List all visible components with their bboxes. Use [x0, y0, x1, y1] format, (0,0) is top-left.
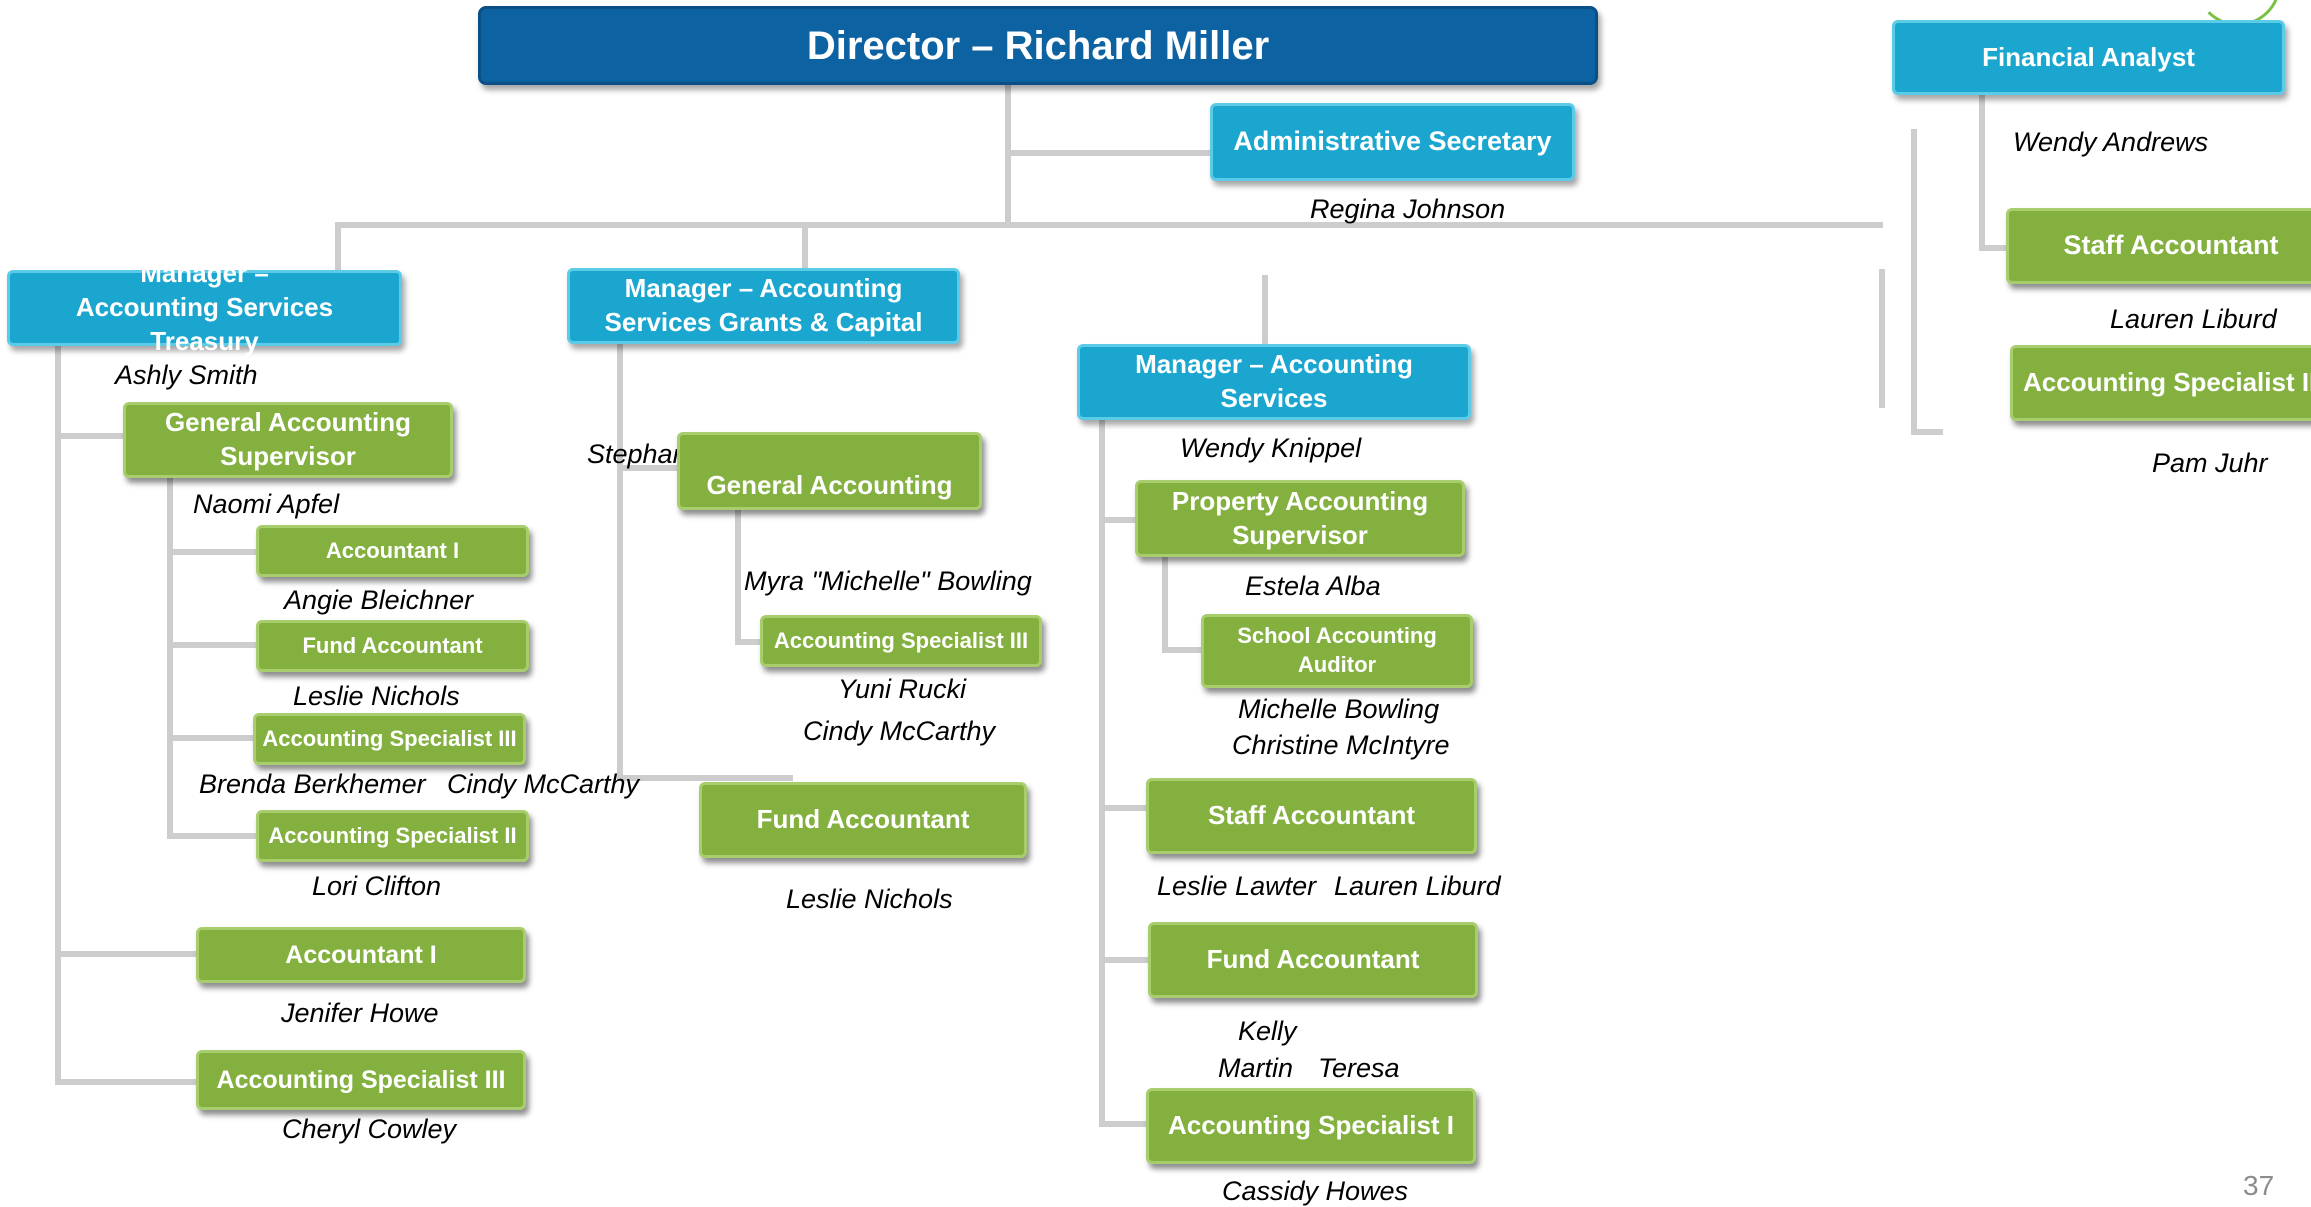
- services-fund-accountant-box: Fund Accountant: [1148, 922, 1478, 998]
- services-manager-person: Wendy Knippel: [1180, 433, 1362, 463]
- services-specialist-i-title: Accounting Specialist I: [1167, 1110, 1455, 1141]
- fa-staff-accountant-box: Staff Accountant: [2006, 208, 2311, 284]
- treasury-specialist-iii-2-box: Accounting Specialist III: [196, 1050, 526, 1110]
- fa-staff-accountant-person: Lauren Liburd: [2110, 304, 2277, 334]
- treasury-accountant-i-box: Accountant I: [256, 525, 529, 577]
- treasury-specialist-iii-2-title: Accounting Specialist III: [216, 1065, 506, 1094]
- treasury-fund-accountant-title: Fund Accountant: [302, 632, 483, 658]
- treasury-specialist-iii-person-2: Cindy McCarthy: [447, 769, 640, 799]
- treasury-accountant-i-person: Angie Bleichner: [284, 585, 474, 615]
- treasury-specialist-ii-person: Lori Clifton: [312, 871, 442, 901]
- fa-staff-accountant-title: Staff Accountant: [2063, 230, 2279, 261]
- grants-general-accounting-box: General Accounting: [677, 432, 982, 510]
- treasury-manager-person: Ashly Smith: [115, 360, 258, 390]
- grants-fund-accountant-box: Fund Accountant: [699, 782, 1027, 858]
- grants-manager-person: Stephan: [587, 439, 688, 469]
- financial-analyst-box: Financial Analyst: [1892, 20, 2285, 95]
- treasury-specialist-ii-title: Accounting Specialist II: [268, 822, 517, 848]
- financial-analyst-title: Financial Analyst: [1982, 41, 2195, 72]
- grants-manager-box: Manager – Accounting Services Grants & C…: [567, 268, 960, 344]
- treasury-fund-accountant-person: Leslie Nichols: [293, 681, 460, 711]
- services-fund-accountant-person-2: Martin: [1218, 1053, 1294, 1083]
- treasury-accountant-i-title: Accountant I: [325, 537, 460, 563]
- services-manager-title: Manager – Accounting Services: [1135, 349, 1413, 413]
- director-label: Director – Richard Miller: [806, 23, 1270, 68]
- services-specialist-i-box: Accounting Specialist I: [1146, 1088, 1476, 1164]
- treasury-accountant-i-2-person: Jenifer Howe: [281, 998, 439, 1028]
- treasury-supervisor-box: General Accounting Supervisor: [123, 402, 453, 478]
- treasury-accountant-i-2-box: Accountant I: [196, 927, 526, 983]
- admin-secretary-title: Administrative Secretary: [1233, 126, 1552, 157]
- fa-accounting-specialist-person: Pam Juhr: [2152, 448, 2268, 478]
- services-fund-accountant-title: Fund Accountant: [1206, 944, 1420, 975]
- treasury-accountant-i-2-title: Accountant I: [285, 940, 437, 969]
- treasury-specialist-iii-box: Accounting Specialist III: [253, 713, 526, 765]
- treasury-manager-box: Manager – Accounting Services Treasury: [7, 258, 402, 356]
- services-property-supervisor-title: Property Accounting Supervisor: [1171, 485, 1429, 550]
- director-box: Director – Richard Miller: [478, 6, 1598, 85]
- grants-fund-accountant-person: Leslie Nichols: [786, 884, 953, 914]
- services-school-auditor-box: School Accounting Auditor: [1201, 614, 1473, 688]
- admin-secretary-box: Administrative Secretary: [1210, 103, 1575, 181]
- services-staff-accountant-person-1: Leslie Lawter: [1157, 871, 1317, 901]
- admin-secretary-person: Regina Johnson: [1310, 194, 1506, 224]
- services-staff-accountant-box: Staff Accountant: [1146, 778, 1477, 854]
- treasury-specialist-ii-box: Accounting Specialist II: [256, 810, 529, 862]
- services-specialist-i-person: Cassidy Howes: [1222, 1176, 1409, 1206]
- grants-specialist-iii-person-1: Yuni Rucki: [838, 674, 967, 704]
- treasury-specialist-iii-person-1: Brenda Berkhemer: [199, 769, 426, 799]
- treasury-specialist-iii-2-person: Cheryl Cowley: [282, 1114, 457, 1144]
- treasury-supervisor-person: Naomi Apfel: [193, 489, 340, 519]
- treasury-supervisor-title: General Accounting Supervisor: [164, 407, 412, 471]
- grants-fund-accountant-title: Fund Accountant: [756, 804, 970, 835]
- services-school-auditor-person-2: Christine McIntyre: [1232, 730, 1450, 760]
- grants-general-accounting-title: General Accounting: [706, 470, 953, 501]
- services-school-auditor-person-1: Michelle Bowling: [1238, 694, 1440, 724]
- fa-accounting-specialist-title: Accounting Specialist III: [2023, 367, 2311, 398]
- grants-general-accounting-person: Myra "Michelle" Bowling: [744, 566, 1032, 596]
- services-fund-accountant-person-1: Kelly: [1238, 1016, 1297, 1046]
- services-staff-accountant-title: Staff Accountant: [1207, 800, 1416, 831]
- services-property-supervisor-person: Estela Alba: [1245, 571, 1381, 601]
- services-fund-accountant-person-3: Teresa: [1318, 1053, 1400, 1083]
- treasury-specialist-iii-title: Accounting Specialist III: [262, 725, 517, 751]
- services-manager-box: Manager – Accounting Services: [1077, 344, 1471, 420]
- financial-analyst-person: Wendy Andrews: [2013, 127, 2209, 157]
- page-number: 37: [2243, 1170, 2275, 1201]
- services-property-supervisor-box: Property Accounting Supervisor: [1135, 480, 1465, 557]
- grants-specialist-iii-title: Accounting Specialist III: [773, 627, 1029, 653]
- treasury-fund-accountant-box: Fund Accountant: [256, 620, 529, 672]
- fa-accounting-specialist-box: Accounting Specialist III: [2010, 345, 2311, 421]
- grants-manager-title: Manager – Accounting Services Grants & C…: [604, 273, 923, 337]
- services-school-auditor-title: School Accounting Auditor: [1237, 623, 1437, 677]
- treasury-manager-title: Manager – Accounting Services Treasury: [75, 258, 334, 356]
- services-staff-accountant-person-2: Lauren Liburd: [1334, 871, 1501, 901]
- grants-specialist-iii-person-2: Cindy McCarthy: [803, 716, 996, 746]
- grants-specialist-iii-box: Accounting Specialist III: [760, 615, 1042, 667]
